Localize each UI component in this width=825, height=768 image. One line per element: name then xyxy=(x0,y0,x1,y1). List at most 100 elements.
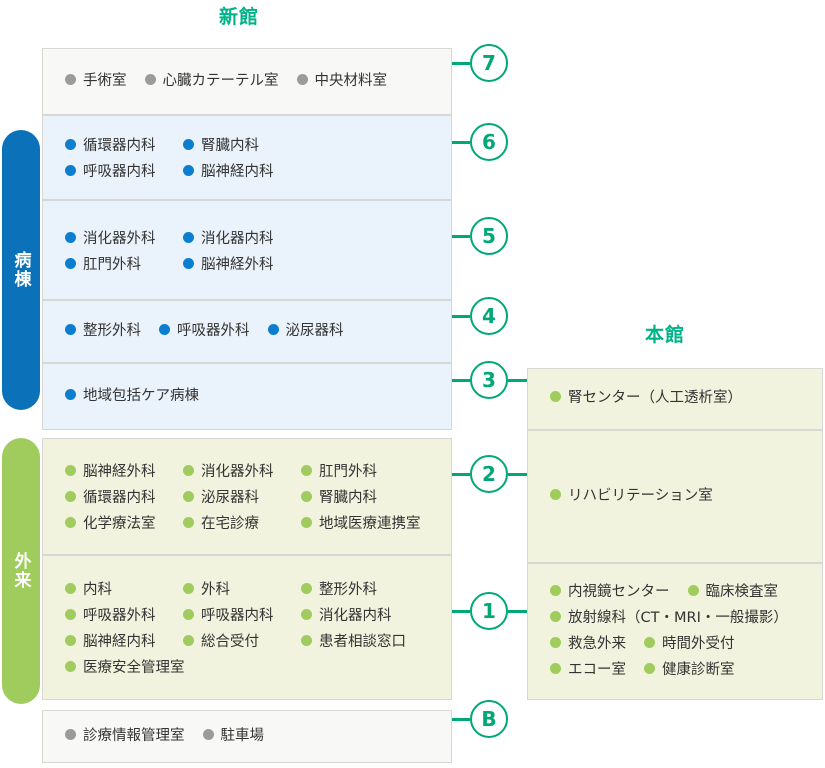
bullet-dot-icon xyxy=(550,391,561,402)
room-item[interactable]: 呼吸器内科 xyxy=(65,160,183,181)
room-item[interactable]: 肛門外科 xyxy=(301,460,419,481)
room-item[interactable]: 総合受付 xyxy=(183,630,301,651)
bullet-dot-icon xyxy=(65,728,76,740)
bullet-dot-icon xyxy=(550,584,561,596)
room-item[interactable]: 手術室 xyxy=(65,69,127,90)
room-row: 腎センター（人工透析室） xyxy=(550,386,822,412)
room-item[interactable]: 呼吸器内科 xyxy=(183,604,301,625)
room-label: 時間外受付 xyxy=(662,635,735,652)
room-item[interactable]: 駐車場 xyxy=(202,724,264,745)
room-item[interactable]: 消化器内科 xyxy=(301,604,419,625)
bullet-dot-icon xyxy=(183,609,194,620)
floor-marker-1[interactable]: 1 xyxy=(470,592,508,630)
room-item[interactable]: 脳神経内科 xyxy=(183,160,301,181)
floor-marker-7[interactable]: 7 xyxy=(470,44,508,82)
room-row: 医療安全管理室 xyxy=(65,654,451,680)
room-item[interactable]: リハビリテーション室 xyxy=(550,484,713,505)
bullet-dot-icon xyxy=(183,583,194,594)
room-item[interactable]: 在宅診療 xyxy=(183,512,301,533)
room-label: 呼吸器内科 xyxy=(83,164,156,180)
room-item[interactable]: 消化器内科 xyxy=(183,227,301,248)
room-label: 地域包括ケア病棟 xyxy=(83,387,199,404)
room-label: 脳神経内科 xyxy=(83,634,156,650)
bullet-dot-icon xyxy=(65,491,76,502)
room-item[interactable]: 化学療法室 xyxy=(65,512,183,533)
room-item[interactable]: 放射線科（CT・MRI・一般撮影） xyxy=(550,606,788,627)
room-item[interactable]: 整形外科 xyxy=(65,319,141,340)
leader-line-right xyxy=(508,610,527,613)
room-item[interactable]: 時間外受付 xyxy=(644,632,735,653)
room-item[interactable]: 呼吸器外科 xyxy=(159,319,250,340)
room-item[interactable]: 呼吸器外科 xyxy=(65,604,183,625)
room-row: 肛門外科脳神経外科 xyxy=(65,250,451,276)
floor-marker-4[interactable]: 4 xyxy=(470,297,508,335)
leader-line-left xyxy=(452,62,470,65)
bullet-dot-icon xyxy=(301,635,312,646)
room-item[interactable]: 心臓カテーテル室 xyxy=(144,69,279,90)
bullet-dot-icon xyxy=(65,231,76,243)
room-item[interactable]: 患者相談窓口 xyxy=(301,630,419,651)
room-label: 救急外来 xyxy=(568,635,626,652)
room-item[interactable]: 腎臓内科 xyxy=(301,486,419,507)
room-item[interactable]: 地域医療連携室 xyxy=(301,512,421,533)
room-item[interactable]: 脳神経外科 xyxy=(183,253,301,274)
room-item[interactable]: 内視鏡センター xyxy=(550,580,670,601)
floor-room-list: 手術室心臓カテーテル室中央材料室 xyxy=(43,69,451,95)
room-item[interactable]: エコー室 xyxy=(550,658,626,679)
category-pill-outpatient: 外来 xyxy=(2,438,40,704)
bullet-dot-icon xyxy=(65,73,76,85)
right-building-floor-1: 内視鏡センター臨床検査室放射線科（CT・MRI・一般撮影） 救急外来 時間外受付エコ… xyxy=(527,563,823,700)
room-item[interactable]: 地域包括ケア病棟 xyxy=(65,384,199,405)
room-label: 消化器外科 xyxy=(83,230,156,247)
room-item[interactable]: 健康診断室 xyxy=(644,658,735,679)
floor-marker-5[interactable]: 5 xyxy=(470,217,508,255)
bullet-dot-icon xyxy=(550,662,561,674)
room-label: 整形外科 xyxy=(83,322,141,339)
bullet-dot-icon xyxy=(65,635,76,646)
room-item[interactable]: 消化器外科 xyxy=(183,460,301,481)
bullet-dot-icon xyxy=(267,323,279,335)
room-item[interactable]: 肛門外科 xyxy=(65,253,183,274)
room-item[interactable]: 腎センター（人工透析室） xyxy=(550,386,742,407)
left-building-floor-B: 診療情報管理室駐車場 xyxy=(42,710,452,763)
room-row: エコー室 健康診断室 xyxy=(550,658,822,684)
room-item[interactable]: 脳神経内科 xyxy=(65,630,183,651)
floor-marker-2[interactable]: 2 xyxy=(470,455,508,493)
bullet-dot-icon xyxy=(550,636,561,648)
room-label: 消化器外科 xyxy=(201,464,274,480)
room-label: 健康診断室 xyxy=(662,661,735,678)
room-item[interactable]: 脳神経外科 xyxy=(65,460,183,481)
room-item[interactable]: 泌尿器科 xyxy=(183,486,301,507)
room-label: 外科 xyxy=(201,582,230,598)
room-item[interactable]: 消化器外科 xyxy=(65,227,183,248)
room-item[interactable]: 泌尿器科 xyxy=(267,319,344,340)
room-label: 泌尿器科 xyxy=(201,490,259,506)
room-row: リハビリテーション室 xyxy=(550,484,822,510)
room-label: 呼吸器外科 xyxy=(177,322,250,339)
room-item[interactable]: 臨床検査室 xyxy=(687,580,778,601)
leader-line-right xyxy=(508,379,527,382)
left-building-floor-7: 手術室心臓カテーテル室中央材料室 xyxy=(42,48,452,115)
room-item[interactable]: 循環器内科 xyxy=(65,134,183,155)
bullet-dot-icon xyxy=(183,139,194,150)
room-item[interactable]: 救急外来 xyxy=(550,632,626,653)
floor-marker-3[interactable]: 3 xyxy=(470,361,508,399)
room-item[interactable]: 内科 xyxy=(65,578,183,599)
bullet-dot-icon xyxy=(296,73,308,85)
bullet-dot-icon xyxy=(65,609,76,620)
room-item[interactable]: 整形外科 xyxy=(301,578,419,599)
room-item[interactable]: 循環器内科 xyxy=(65,486,183,507)
room-item[interactable]: 中央材料室 xyxy=(296,69,387,90)
bullet-dot-icon xyxy=(65,139,76,150)
room-item[interactable]: 外科 xyxy=(183,578,301,599)
room-item[interactable]: 医療安全管理室 xyxy=(65,656,185,677)
floor-room-list: 内科 外科 整形外科呼吸器外科呼吸器内科消化器内科脳神経内科 総合受付患者相談窓口医療… xyxy=(43,576,451,680)
room-label: 診療情報管理室 xyxy=(83,727,185,744)
floor-marker-B[interactable]: B xyxy=(470,700,508,738)
building-title-left: 新館 xyxy=(219,6,260,28)
room-item[interactable]: 診療情報管理室 xyxy=(65,724,185,745)
room-label: 消化器内科 xyxy=(201,230,274,247)
room-item[interactable]: 腎臓内科 xyxy=(183,134,301,155)
floor-room-list: 脳神経外科 消化器外科 肛門外科循環器内科 泌尿器科 腎臓内科化学療法室在宅診療地域医療… xyxy=(43,458,451,536)
floor-marker-6[interactable]: 6 xyxy=(470,123,508,161)
